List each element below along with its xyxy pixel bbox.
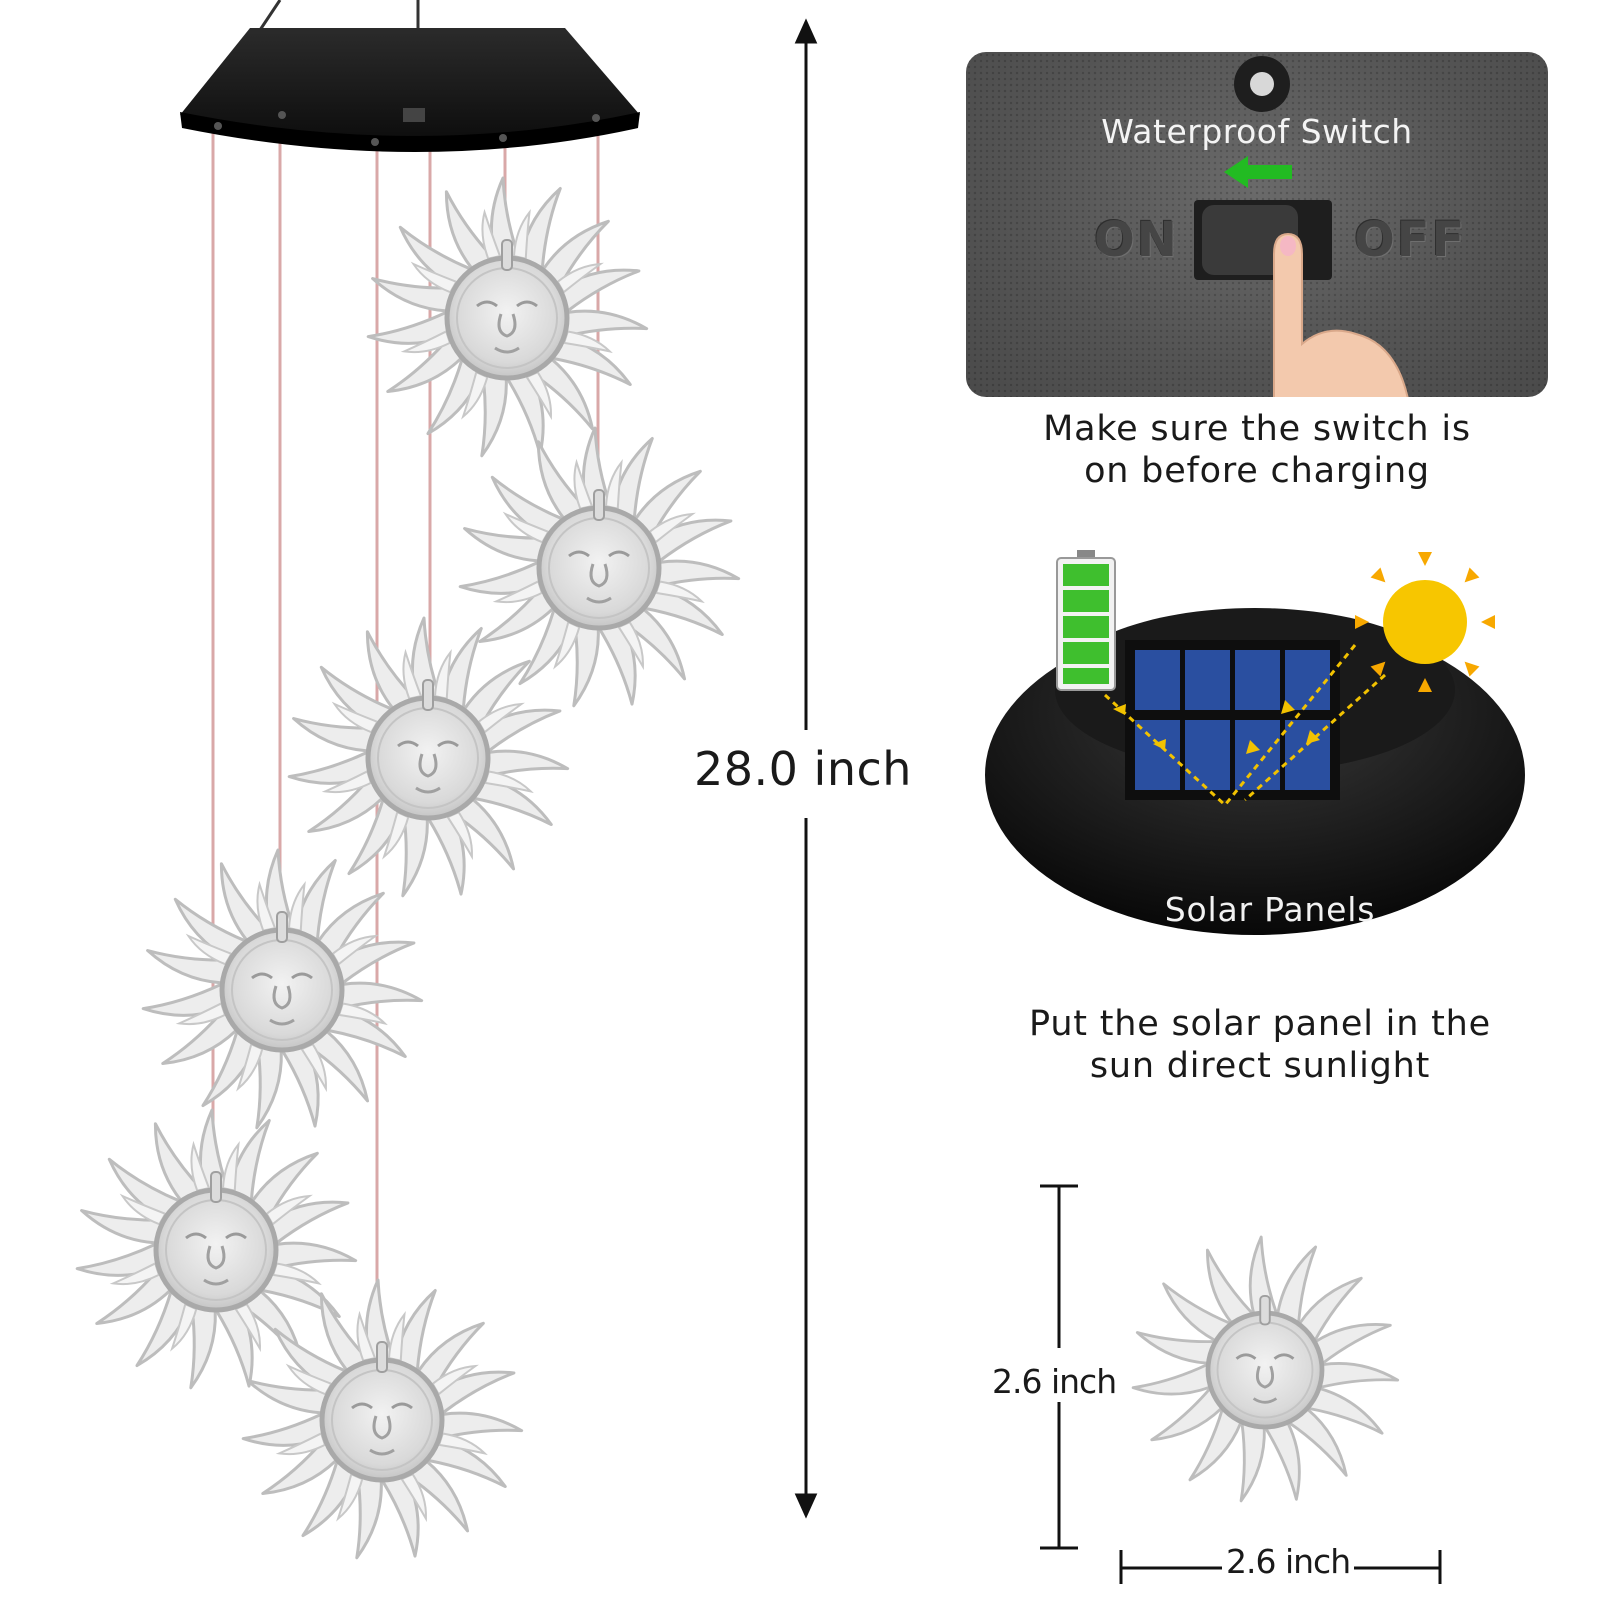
pendant-width-label: 2.6 inch bbox=[1222, 1542, 1355, 1581]
solar-caption-line2: sun direct sunlight bbox=[1089, 1046, 1431, 1086]
solar-caption-line1: Put the solar panel in the bbox=[1029, 1004, 1491, 1044]
sun-pendant-single bbox=[1131, 1235, 1400, 1503]
sun-icon bbox=[1355, 552, 1495, 692]
screw-icon bbox=[1234, 56, 1290, 112]
solar-panels-label: Solar Panels bbox=[1164, 890, 1376, 929]
height-dimension-line bbox=[794, 18, 818, 1519]
switch-off-label: OFF bbox=[1354, 212, 1467, 268]
battery-icon bbox=[1056, 550, 1116, 691]
sun-pendant bbox=[142, 850, 423, 1130]
switch-caption-line2: on before charging bbox=[1084, 451, 1430, 491]
chime-top-cap bbox=[180, 28, 640, 152]
sun-pendant bbox=[288, 618, 569, 898]
pendant-height-label: 2.6 inch bbox=[992, 1362, 1117, 1401]
total-height-label: 28.0 inch bbox=[694, 742, 912, 796]
switch-caption: Make sure the switch is on before chargi… bbox=[966, 408, 1548, 492]
sun-pendant bbox=[367, 178, 648, 458]
wind-chime-illustration bbox=[0, 0, 818, 1600]
pendant-height-dimension bbox=[1040, 1184, 1078, 1550]
switch-title: Waterproof Switch bbox=[1101, 112, 1413, 151]
switch-on-label: ON bbox=[1094, 212, 1179, 268]
sun-pendant bbox=[76, 1110, 357, 1390]
switch-arrow-icon bbox=[1224, 156, 1292, 188]
sun-pendant bbox=[459, 428, 740, 708]
pendant-dimension-illustration bbox=[1040, 1184, 1442, 1584]
finger-pointer-icon bbox=[1273, 232, 1409, 397]
switch-caption-line1: Make sure the switch is bbox=[1043, 409, 1471, 449]
solar-panel-illustration bbox=[985, 550, 1525, 935]
solar-cells bbox=[1125, 640, 1340, 800]
waterproof-switch-panel: Waterproof Switch ON OFF bbox=[966, 52, 1548, 397]
arrow-markers bbox=[1113, 700, 1320, 754]
solar-caption: Put the solar panel in the sun direct su… bbox=[960, 1003, 1560, 1087]
